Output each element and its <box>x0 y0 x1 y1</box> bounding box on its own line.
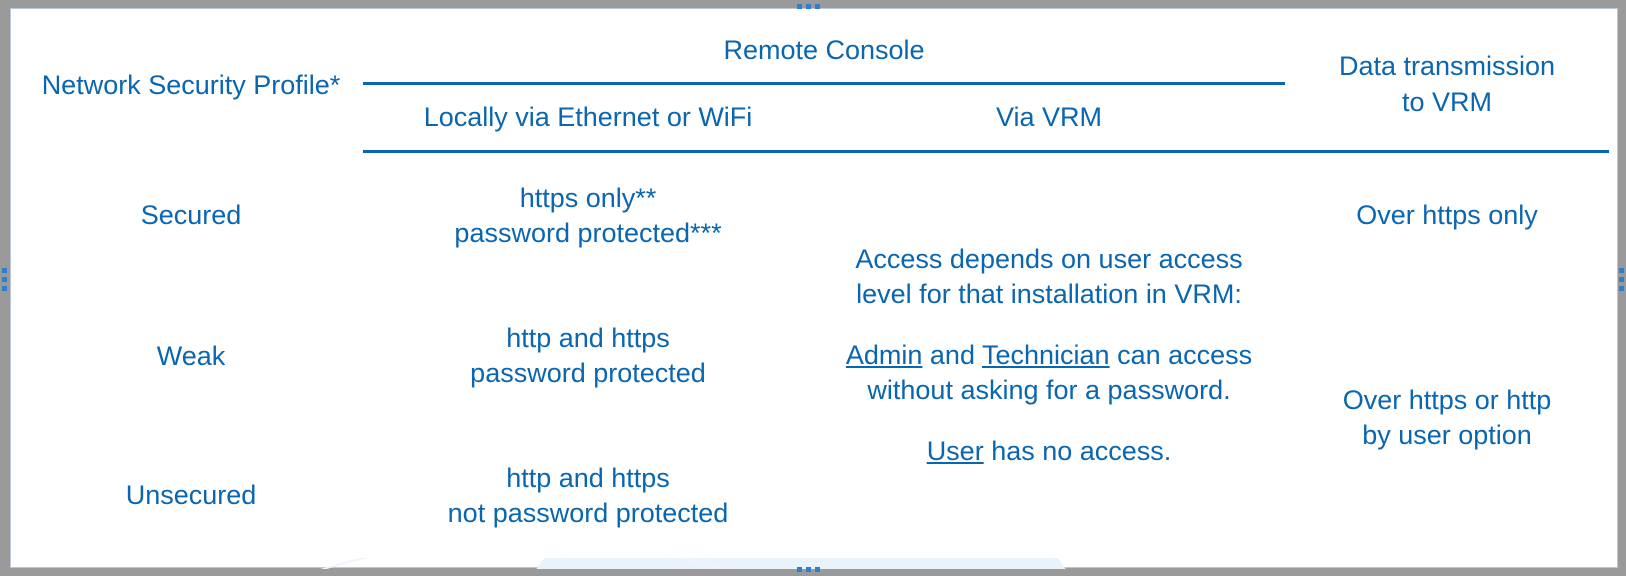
vrm-paragraph-1: Access depends on user access level for … <box>823 242 1275 312</box>
table-selection-frame[interactable]: Network Security Profile* Remote Console… <box>10 8 1618 569</box>
table-row: Secured https only** password protected*… <box>19 151 1610 558</box>
vrm-role-technician: Technician <box>981 339 1110 370</box>
table-header-row-1: Network Security Profile* Remote Console… <box>19 19 1610 154</box>
vrm-role-user: User <box>926 436 984 467</box>
selection-handle-right[interactable] <box>1619 268 1624 291</box>
vrm-role-admin: Admin <box>845 339 923 370</box>
cell-local-unsecured-line1: http and https <box>506 462 670 493</box>
cell-profile-weak: Weak <box>19 278 363 434</box>
header-remote-console: Remote Console <box>363 19 1286 86</box>
cell-local-secured: https only** password protected*** <box>363 151 813 279</box>
cell-local-secured-line1: https only** <box>519 182 657 213</box>
cell-local-secured-line2: password protected*** <box>454 217 722 248</box>
vrm-p1-line1: Access depends on user access <box>855 243 1243 274</box>
cell-local-weak-line2: password protected <box>470 358 706 389</box>
vrm-p1-line2: level for that installation in VRM: <box>856 278 1242 309</box>
vrm-p2-conjunction: and <box>922 339 982 370</box>
selection-handle-bottom[interactable] <box>797 567 820 572</box>
vrm-p3-tail: has no access. <box>983 436 1172 467</box>
table-row: Weak http and https password protected O… <box>19 278 1610 558</box>
cell-local-weak-line1: http and https <box>506 323 670 353</box>
cell-local-unsecured: http and https not password protected <box>363 433 813 558</box>
vrm-p2-line2: without asking for a password. <box>867 375 1231 406</box>
network-security-profile-table[interactable]: Network Security Profile* Remote Console… <box>19 19 1610 558</box>
vrm-paragraph-2: Admin and Technician can access without … <box>823 338 1275 408</box>
table: Network Security Profile* Remote Console… <box>19 19 1610 558</box>
table-header-row-2: Locally via Ethernet or WiFi Via VRM <box>19 83 1609 154</box>
header-network-security-profile: Network Security Profile* <box>19 19 363 152</box>
vrm-spacer-2 <box>823 408 1275 434</box>
vrm-spacer-1 <box>823 312 1275 338</box>
cell-local-weak: http and https password protected <box>363 278 813 434</box>
cell-transmission-secured: Over https only <box>1285 151 1610 279</box>
cell-via-vrm-access-rules: Access depends on user access level for … <box>813 151 1286 558</box>
cell-local-unsecured-line2: not password protected <box>447 497 729 528</box>
header-via-vrm: Via VRM <box>813 83 1286 154</box>
cell-profile-secured: Secured <box>19 151 363 279</box>
vrm-p2-line1: Admin and Technician can access <box>823 338 1275 373</box>
header-locally-via-ethernet-or-wifi: Locally via Ethernet or WiFi <box>363 83 813 154</box>
vrm-p2-tail: can access <box>1109 339 1253 370</box>
vrm-paragraph-3: User has no access. <box>823 434 1275 469</box>
selection-handle-left[interactable] <box>2 268 7 291</box>
selection-handle-top[interactable] <box>797 4 820 9</box>
cell-profile-unsecured: Unsecured <box>19 433 363 558</box>
